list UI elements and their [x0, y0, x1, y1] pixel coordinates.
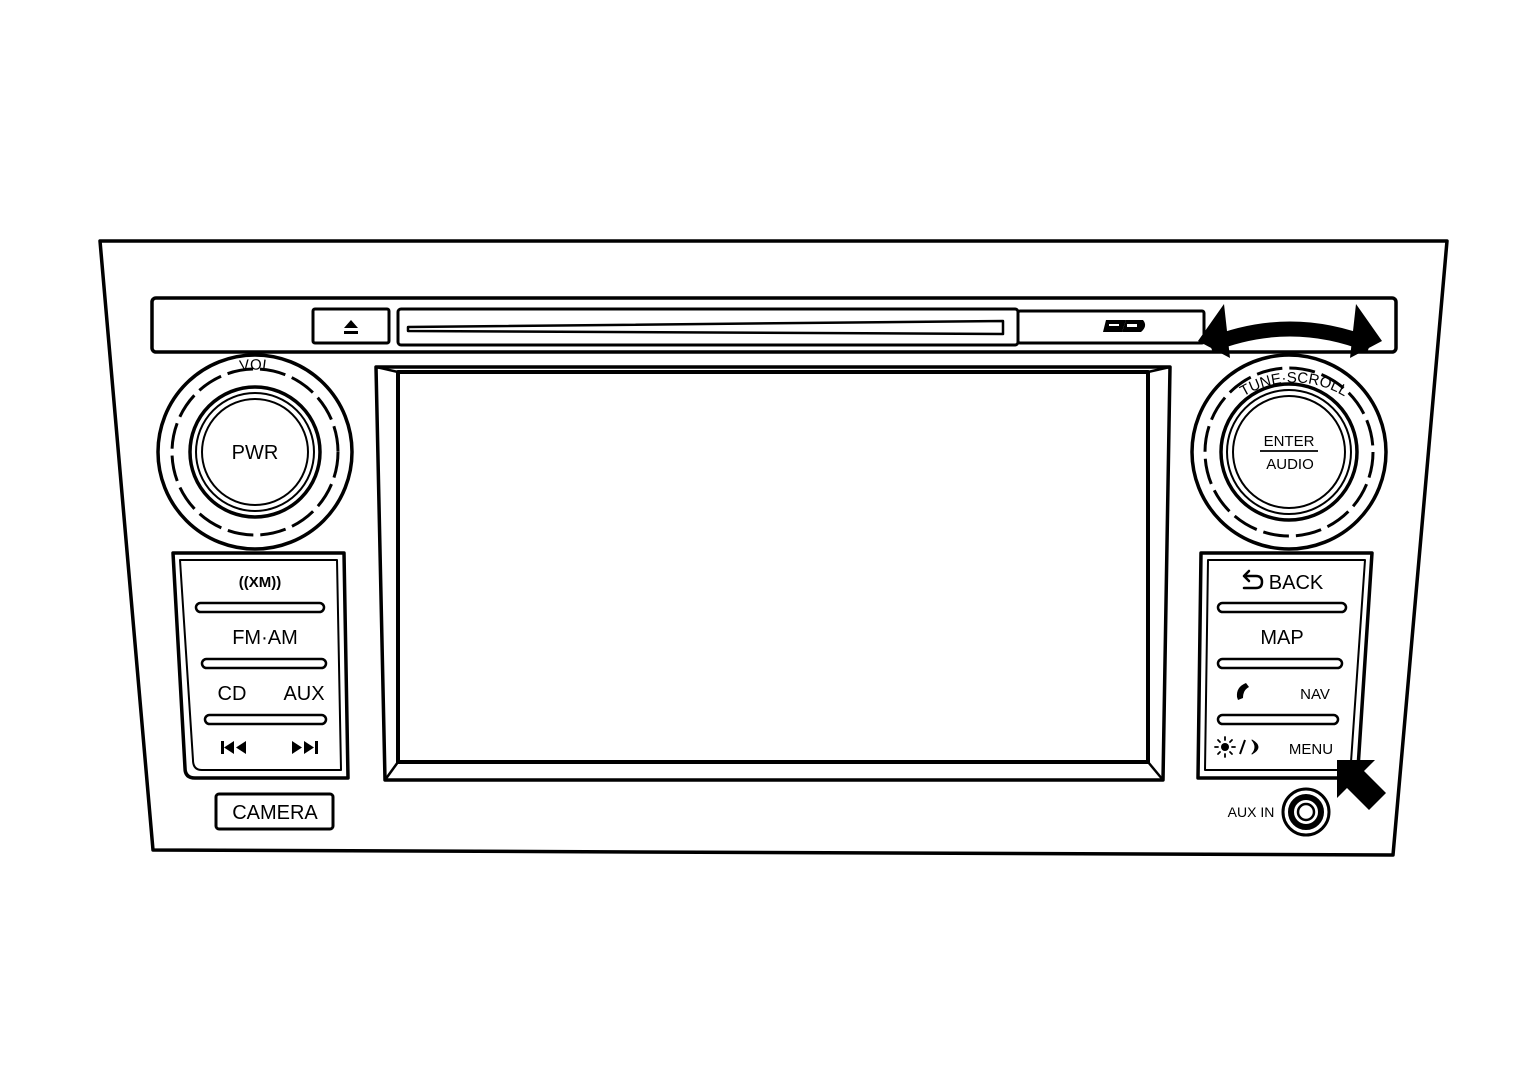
cd-label: CD	[218, 683, 247, 705]
vol-ring-label: VOL	[238, 356, 271, 374]
aux-in-jack[interactable]	[1281, 787, 1331, 837]
back-button[interactable]	[1210, 563, 1358, 603]
outer-bezel	[98, 239, 1449, 857]
left-button-panel	[171, 551, 350, 780]
camera-label: CAMERA	[232, 802, 318, 824]
eject-icon	[344, 320, 358, 334]
cd-slot[interactable]	[396, 307, 1020, 347]
phone-button[interactable]	[1210, 671, 1270, 715]
skip-back-icon	[221, 741, 246, 754]
top-slot-bar	[150, 296, 1398, 354]
volume-knob[interactable]	[156, 353, 354, 551]
map-label: MAP	[1260, 627, 1303, 649]
back-arrow-icon	[1242, 569, 1264, 590]
tune-scroll-knob[interactable]	[1190, 353, 1388, 551]
sd-card-slot[interactable]	[1016, 309, 1206, 345]
skip-back-button[interactable]	[205, 727, 265, 767]
phone-icon	[1236, 683, 1249, 700]
pointer-arrow-icon	[1337, 760, 1386, 810]
back-label: BACK	[1269, 572, 1324, 594]
menu-label: MENU	[1289, 741, 1333, 758]
day-night-button[interactable]	[1208, 727, 1268, 767]
day-night-icon	[1214, 736, 1259, 758]
fm-am-label: FM·AM	[232, 627, 298, 649]
enter-label: ENTER	[1264, 433, 1315, 450]
nav-label: NAV	[1300, 686, 1330, 703]
skip-forward-button[interactable]	[266, 727, 332, 767]
camera-button[interactable]	[214, 792, 335, 831]
aux-in-label: AUX IN	[1228, 804, 1275, 820]
display-screen	[374, 365, 1172, 782]
aux-label: AUX	[283, 683, 324, 705]
audio-label: AUDIO	[1266, 456, 1314, 473]
skip-forward-icon	[292, 741, 318, 754]
sd-card-icon	[1103, 320, 1146, 332]
pwr-label: PWR	[232, 442, 279, 464]
xm-label: ((XM))	[239, 574, 281, 591]
rotate-arrow-icon	[1198, 304, 1382, 358]
eject-button[interactable]	[311, 307, 391, 345]
